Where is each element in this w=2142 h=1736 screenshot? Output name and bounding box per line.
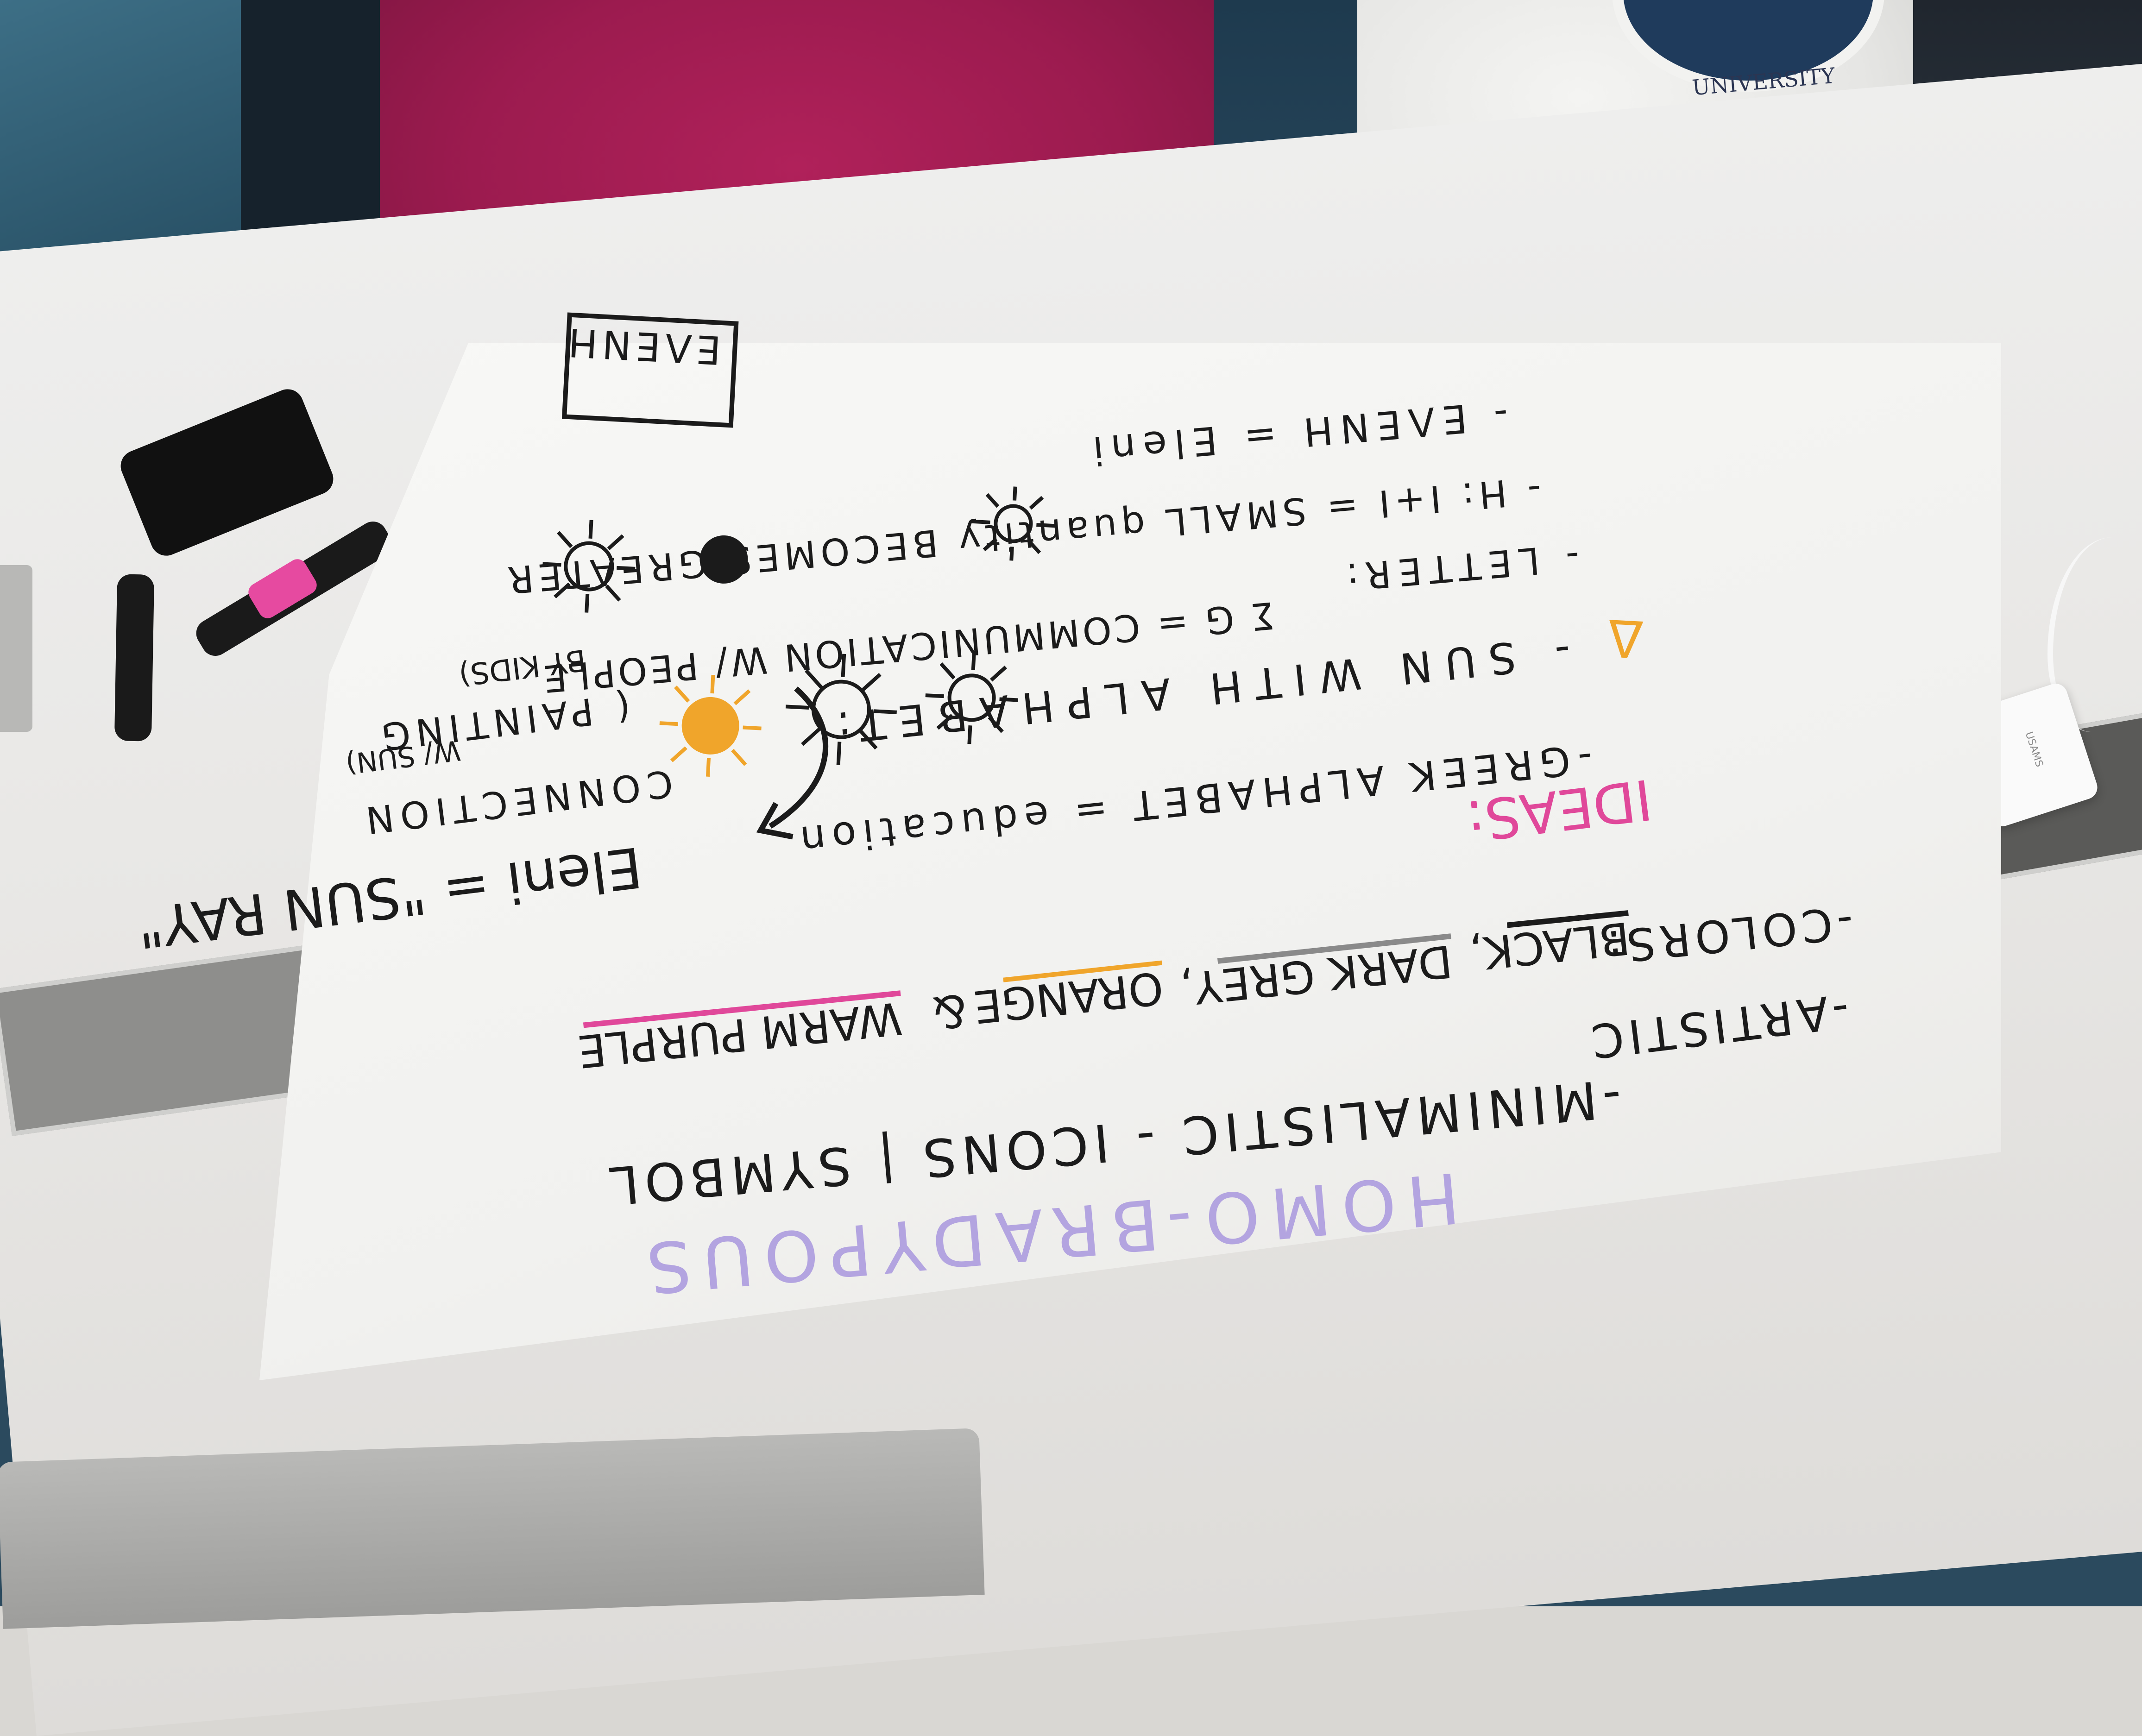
color-dark-grey: DARK GREY, (1178, 935, 1455, 1015)
sun-icon (925, 651, 1018, 744)
arrow-icon (769, 686, 829, 829)
sun-icon (659, 674, 762, 777)
poster-writing: HOMO-BRADYPOUS -MINIMALISTIC - ICONS | S… (133, 312, 1856, 1308)
poster-line-artistic: -ARTISTIC (1584, 983, 1852, 1069)
laptop-edge-left (0, 565, 32, 732)
delta-symbol: Δ (1606, 608, 1644, 669)
color-amp: & (930, 984, 970, 1039)
color-warm-purple: WARM PURPLE (575, 992, 904, 1077)
eleni-equation: Eleni = "SUN RAY" (133, 834, 645, 960)
sketch-box (561, 312, 739, 428)
sun-icon (785, 654, 897, 765)
sun-icon (971, 486, 1055, 561)
sketch-box-text: ΕΛΕΝΗ (562, 319, 722, 373)
sun-icon (542, 520, 636, 613)
connection-text: CONNECTION (357, 761, 675, 843)
circle-icon (699, 535, 748, 584)
letter-line: - LETTER: (1337, 535, 1581, 599)
colors-label: -COLORS: (1600, 895, 1856, 973)
helen-line: - ΕΛΕΝΗ = Eleni (1084, 392, 1510, 474)
